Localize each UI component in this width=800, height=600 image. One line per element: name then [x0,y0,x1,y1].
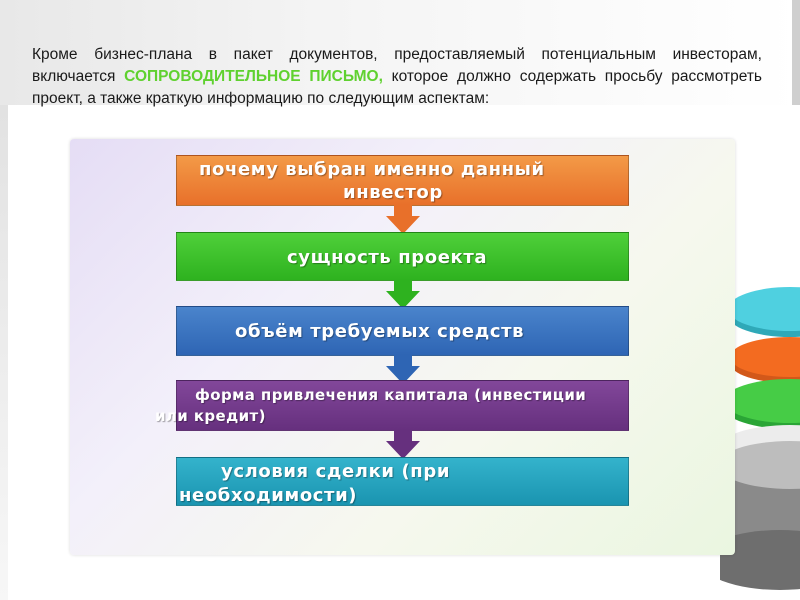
intro-text-part1: Кроме бизнес-плана в пакет документов, п… [32,46,762,85]
step-5-line1: условия сделки (при [221,461,451,482]
decorative-disks [720,287,800,590]
step-required-funds: объём требуемых средств [176,306,629,356]
step-4-line2: или кредит) [155,407,266,425]
step-capital-form: форма привлечения капитала (инвестиции и… [155,380,629,431]
step-deal-terms: условия сделки (при необходимости) [176,457,629,506]
header-band [0,0,800,105]
arrow-down-icon [386,204,420,234]
intro-paragraph: Кроме бизнес-плана в пакет документов, п… [32,44,762,110]
arrow-down-icon [386,279,420,309]
step-investor-choice: почему выбран именно данный инвестор [176,155,629,206]
intro-highlight: СОПРОВОДИТЕЛЬНОЕ ПИСЬМО, [124,68,383,85]
step-1-line2: инвестор [343,182,443,203]
arrow-down-icon [386,429,420,459]
intro-text-part2: которое должно содержать просьбу рассмот… [32,68,762,107]
step-project-essence: сущность проекта [176,232,629,281]
left-strip [0,105,8,600]
arrow-down-icon [386,354,420,384]
step-5-line2: необходимости) [179,485,358,506]
header-band-edge [792,0,800,105]
step-1-line1: почему выбран именно данный [199,159,545,180]
step-4-line1: форма привлечения капитала (инвестиции [195,386,587,404]
